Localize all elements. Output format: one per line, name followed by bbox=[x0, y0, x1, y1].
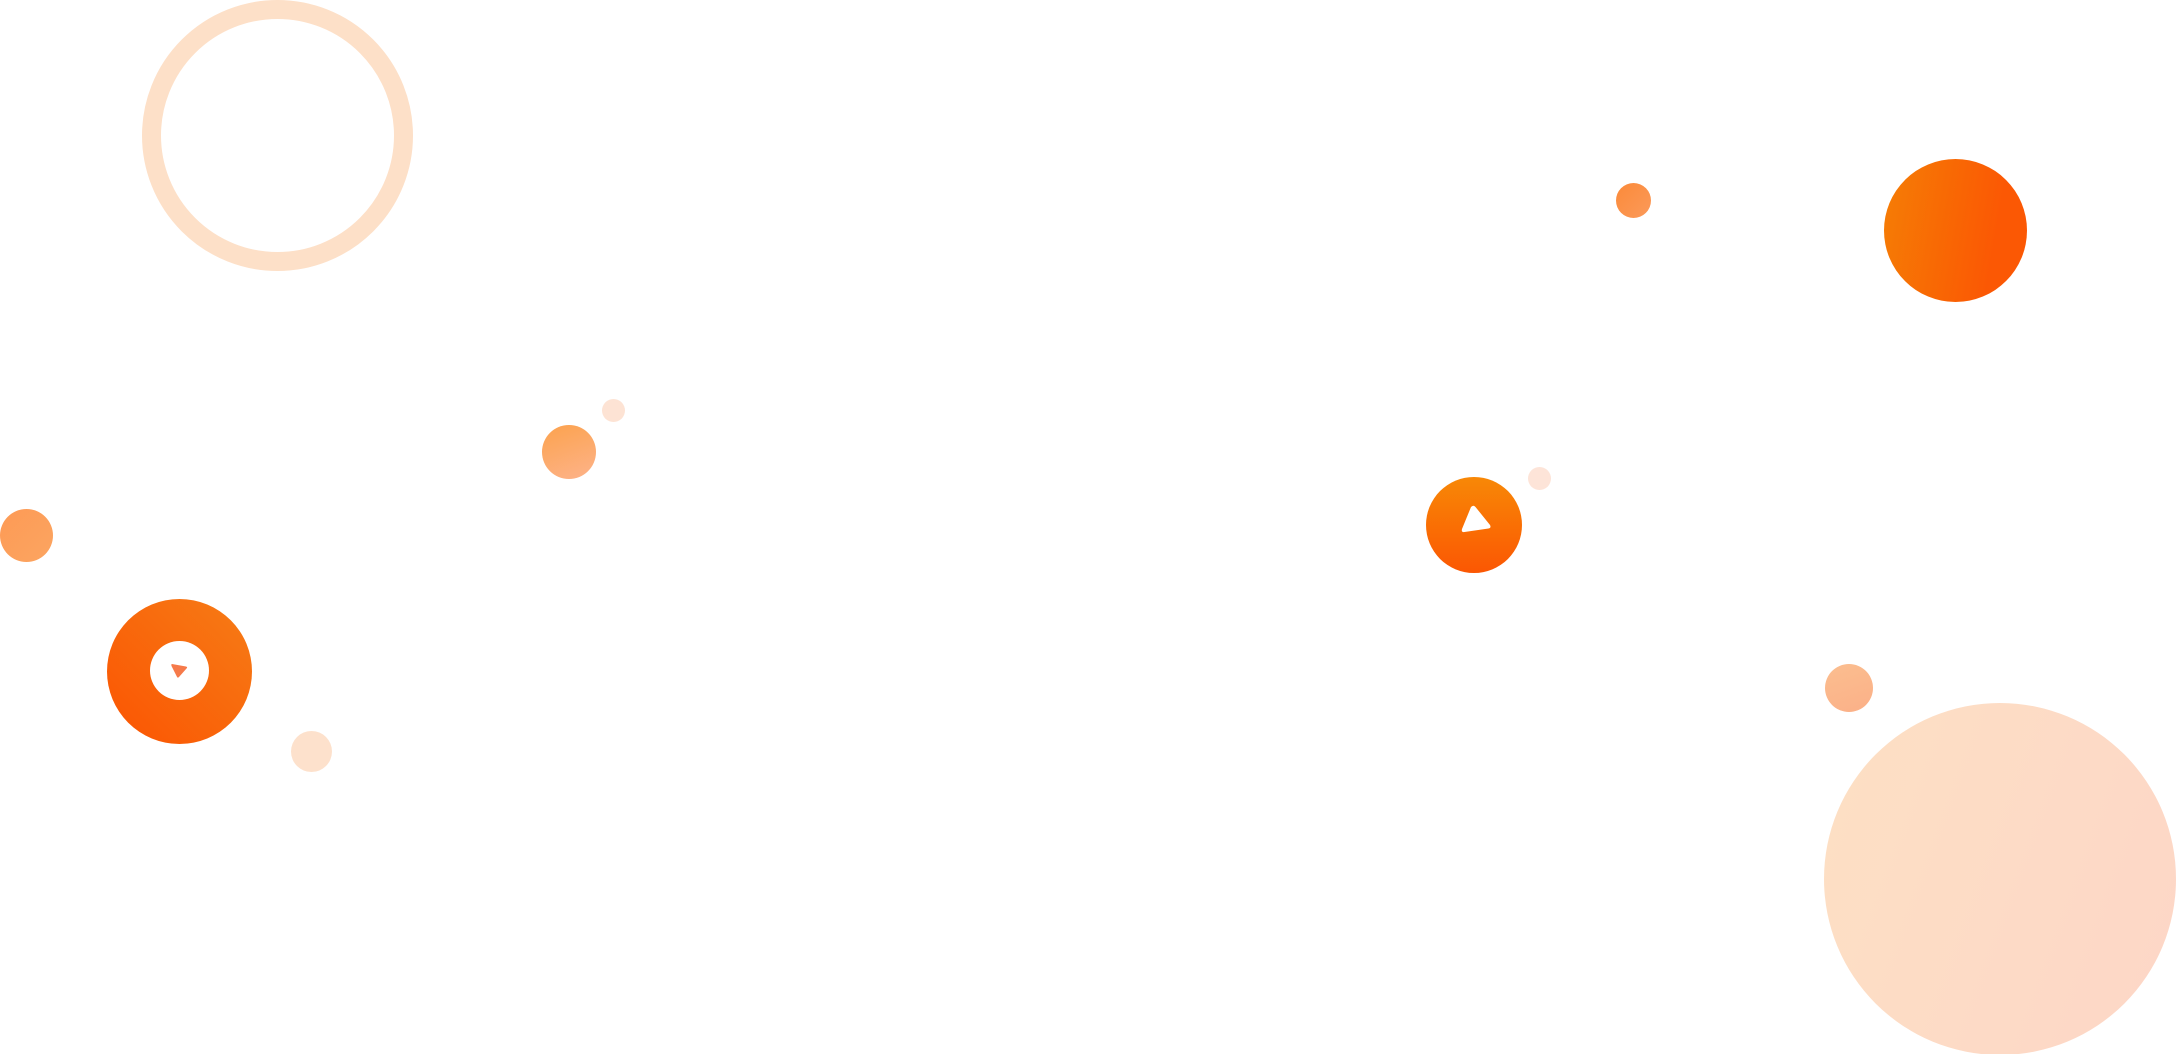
tiny-dot-decoration bbox=[602, 399, 625, 422]
outline-ring-decoration bbox=[142, 0, 413, 271]
large-orange-circle-decoration bbox=[1884, 159, 2027, 302]
edge-dot-decoration bbox=[0, 509, 53, 562]
orange-dot-decoration bbox=[1616, 183, 1651, 218]
triangle-icon bbox=[1461, 505, 1491, 533]
triangle-badge bbox=[1426, 477, 1522, 573]
tiny-dot-decoration-right bbox=[1528, 467, 1551, 490]
peach-dot-decoration bbox=[291, 731, 332, 772]
peach-dot-decoration-right bbox=[1825, 664, 1873, 712]
play-badge-inner-circle bbox=[150, 641, 209, 700]
play-badge bbox=[107, 599, 252, 744]
small-dot-decoration bbox=[542, 425, 596, 479]
large-peach-circle-decoration bbox=[1824, 703, 2176, 1054]
play-triangle-icon bbox=[171, 664, 188, 678]
